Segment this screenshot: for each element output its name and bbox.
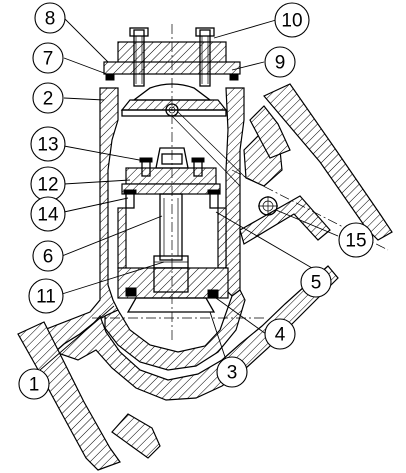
- callout-6-label: 6: [43, 247, 54, 268]
- callout-7-label: 7: [43, 49, 54, 70]
- callout-2: 2: [32, 82, 64, 114]
- callout-5: 5: [300, 266, 332, 298]
- callout-9: 9: [264, 46, 296, 78]
- callout-3-label: 3: [227, 363, 238, 384]
- callout-6: 6: [32, 240, 64, 272]
- callout-12-label: 12: [37, 175, 58, 196]
- callout-14: 14: [30, 196, 66, 232]
- leader-lines: [39, 17, 339, 371]
- callout-11: 11: [28, 278, 64, 314]
- callout-12: 12: [30, 166, 66, 202]
- callout-14-label: 14: [37, 205, 59, 226]
- callout-4: 4: [264, 318, 296, 350]
- callout-3: 3: [216, 356, 248, 388]
- callout-15-label: 15: [345, 231, 366, 252]
- callout-8: 8: [34, 2, 66, 34]
- callout-5-label: 5: [311, 273, 322, 294]
- callout-4-label: 4: [275, 325, 286, 346]
- drain-plug: [258, 196, 278, 216]
- callout-10: 10: [274, 2, 310, 38]
- callout-9-label: 9: [275, 53, 286, 74]
- callout-15: 15: [338, 222, 374, 258]
- callout-1: 1: [18, 368, 50, 400]
- callout-7: 7: [32, 42, 64, 74]
- valve-body: [17, 83, 393, 471]
- stem-and-cage: [117, 193, 227, 269]
- piston-assembly: [120, 83, 247, 187]
- callout-1-label: 1: [29, 375, 40, 396]
- callout-8-label: 8: [45, 9, 56, 30]
- callout-13: 13: [30, 126, 66, 162]
- upper-plate-assembly: [121, 147, 221, 209]
- disc-and-seat: [117, 267, 229, 313]
- callout-11-label: 11: [36, 287, 56, 308]
- callout-10-label: 10: [281, 11, 302, 32]
- callout-2-label: 2: [43, 89, 54, 110]
- callout-13-label: 13: [37, 135, 58, 156]
